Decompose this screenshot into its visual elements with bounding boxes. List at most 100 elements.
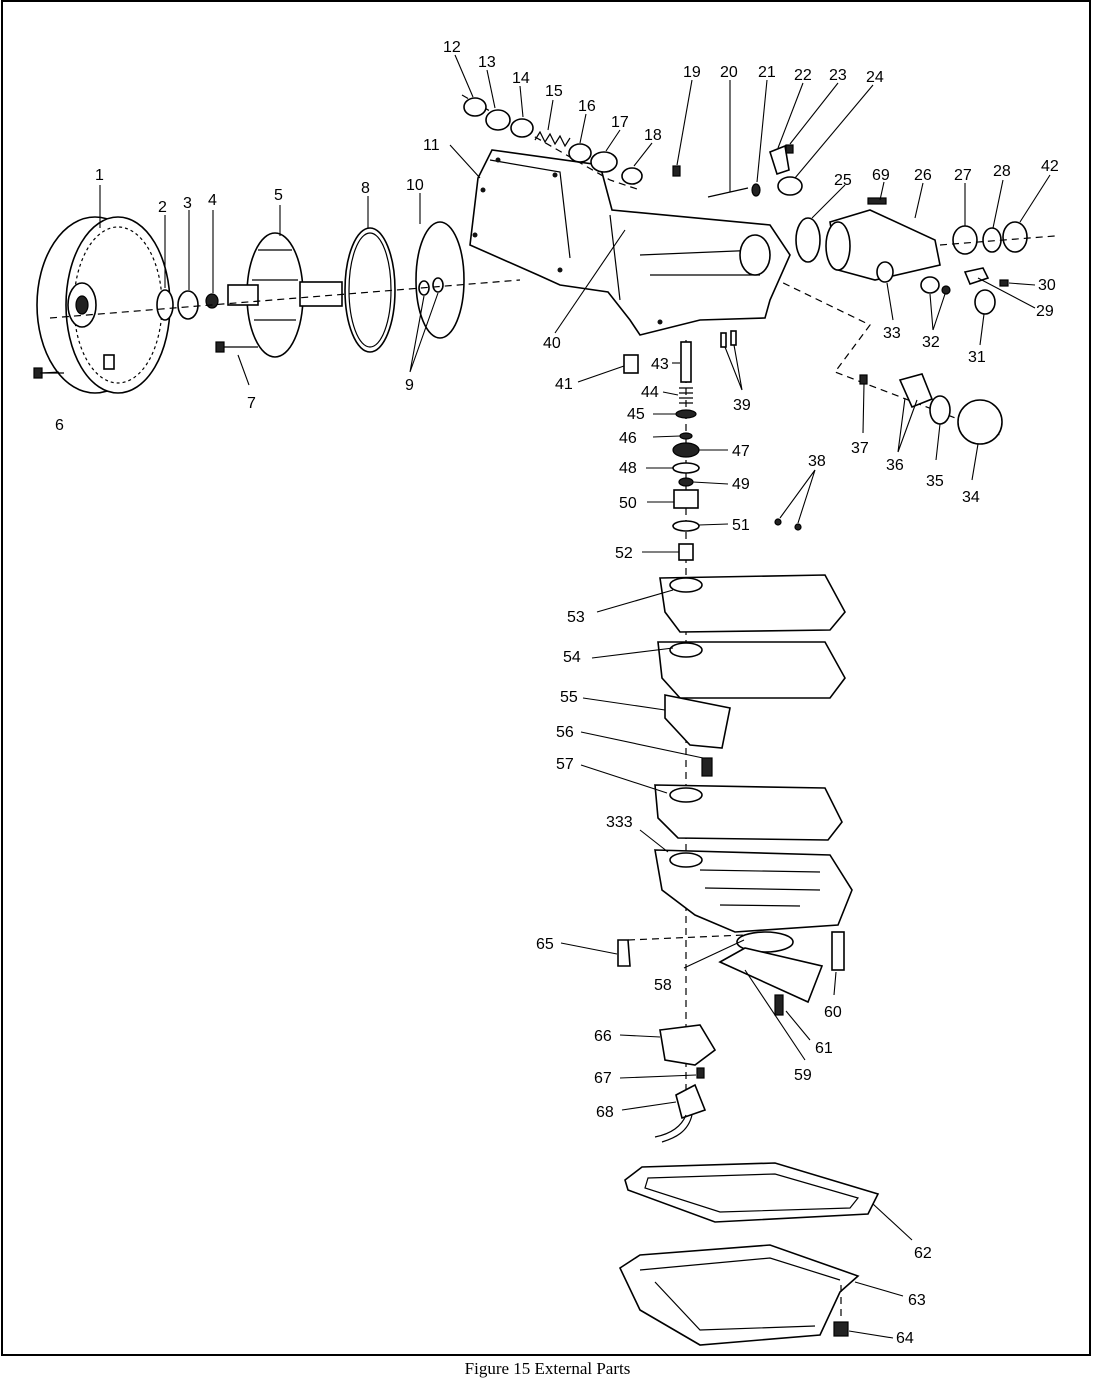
callout-27: 27 [954,167,972,184]
callout-18: 18 [644,127,662,144]
callout-56: 56 [556,724,574,741]
callout-67: 67 [594,1070,612,1087]
callout-34: 34 [962,489,980,506]
callout-68: 68 [596,1104,614,1121]
callout-63: 63 [908,1292,926,1309]
seal-28 [982,227,1002,253]
bracket-22 [769,144,790,176]
sensor-65 [617,939,631,967]
pin-39b [730,330,737,346]
ring-18 [621,167,643,185]
pan-gasket-inner [644,1173,860,1213]
pin-39a [720,332,727,348]
solenoid-wires [654,1114,693,1143]
pin-37 [859,374,868,385]
seal-31 [974,289,996,315]
leader-lines [39,54,1051,1339]
callout-55: 55 [560,689,578,706]
yoke-seal-42 [1002,221,1028,253]
ring-16 [568,143,592,163]
bolt-19 [672,165,681,177]
plate-55 [664,694,731,749]
speed-sensor-24 [777,176,803,196]
oil-pump-assembly [227,232,343,358]
bushing-27 [952,225,978,255]
seal-49 [678,477,694,487]
spring-44 [679,387,693,404]
callout-26: 26 [914,167,932,184]
o-ring-25 [795,217,821,263]
pump-bolt [215,341,258,353]
o-ring-35 [929,395,951,425]
callout-37: 37 [851,440,869,457]
callout-24: 24 [866,69,884,86]
piston-47 [672,442,700,458]
callout-62: 62 [914,1245,932,1262]
callout-49: 49 [732,476,750,493]
o-ring-51 [672,520,700,532]
callout-11: 11 [423,137,440,154]
callout-23: 23 [829,67,847,84]
callout-13: 13 [478,54,496,71]
callout-66: 66 [594,1028,612,1045]
ring-4 [205,293,219,309]
callout-19: 19 [683,64,701,81]
callout-65: 65 [536,936,554,953]
callout-15: 15 [545,83,563,100]
figure-frame [1,0,1091,1356]
callout-4: 4 [208,192,217,209]
callout-45: 45 [627,406,645,423]
solenoid-66 [659,1024,717,1066]
callout-numbers: 1 2 3 4 5 6 7 8 9 10 11 12 13 14 15 16 1… [55,39,1059,1347]
spacer-plate-54 [657,641,846,699]
washer-21 [751,183,761,197]
callout-60: 60 [824,1004,842,1021]
callout-57: 57 [556,756,574,773]
valve-axis-line [461,94,641,191]
valve-17 [590,151,618,173]
callout-40: 40 [543,335,561,352]
callout-1: 1 [95,167,104,184]
pin-43 [680,341,692,383]
callout-14: 14 [512,70,530,87]
callout-64: 64 [896,1330,914,1347]
callout-44: 44 [641,384,659,401]
callout-30: 30 [1038,277,1056,294]
callout-41: 41 [555,376,573,393]
servo-cover-34 [957,399,1003,445]
ring-12 [463,97,487,117]
callout-6: 6 [55,417,64,434]
output-axis-line [939,235,1056,246]
ring-14 [510,118,534,138]
callout-35: 35 [926,473,944,490]
solenoid-68 [675,1083,707,1120]
callout-39: 39 [733,397,751,414]
callout-43: 43 [651,356,669,373]
callout-48: 48 [619,460,637,477]
valve-body-333 [654,849,853,933]
callout-69: 69 [872,167,890,184]
callout-38: 38 [808,453,826,470]
washer-32 [920,276,940,294]
seal-2 [156,289,174,321]
pump-o-ring [344,227,396,353]
sensor-lead-line [627,934,745,941]
callout-61: 61 [815,1040,833,1057]
callout-46: 46 [619,430,637,447]
spring-15 [534,130,571,148]
callout-36: 36 [886,457,904,474]
callout-50: 50 [619,495,637,512]
switch-33 [876,261,894,283]
callout-10: 10 [406,177,424,194]
callout-32: 32 [922,334,940,351]
callout-42: 42 [1041,158,1059,175]
bracket-36 [898,373,934,409]
callout-16: 16 [578,98,596,115]
callout-47: 47 [732,443,750,460]
callout-52: 52 [615,545,633,562]
ball-32 [941,285,951,295]
callout-12: 12 [443,39,461,56]
exploded-parts-diagram: 1 2 3 4 5 6 7 8 9 10 11 12 13 14 15 16 1… [33,39,1059,1347]
callout-25: 25 [834,172,852,189]
callout-33: 33 [883,325,901,342]
